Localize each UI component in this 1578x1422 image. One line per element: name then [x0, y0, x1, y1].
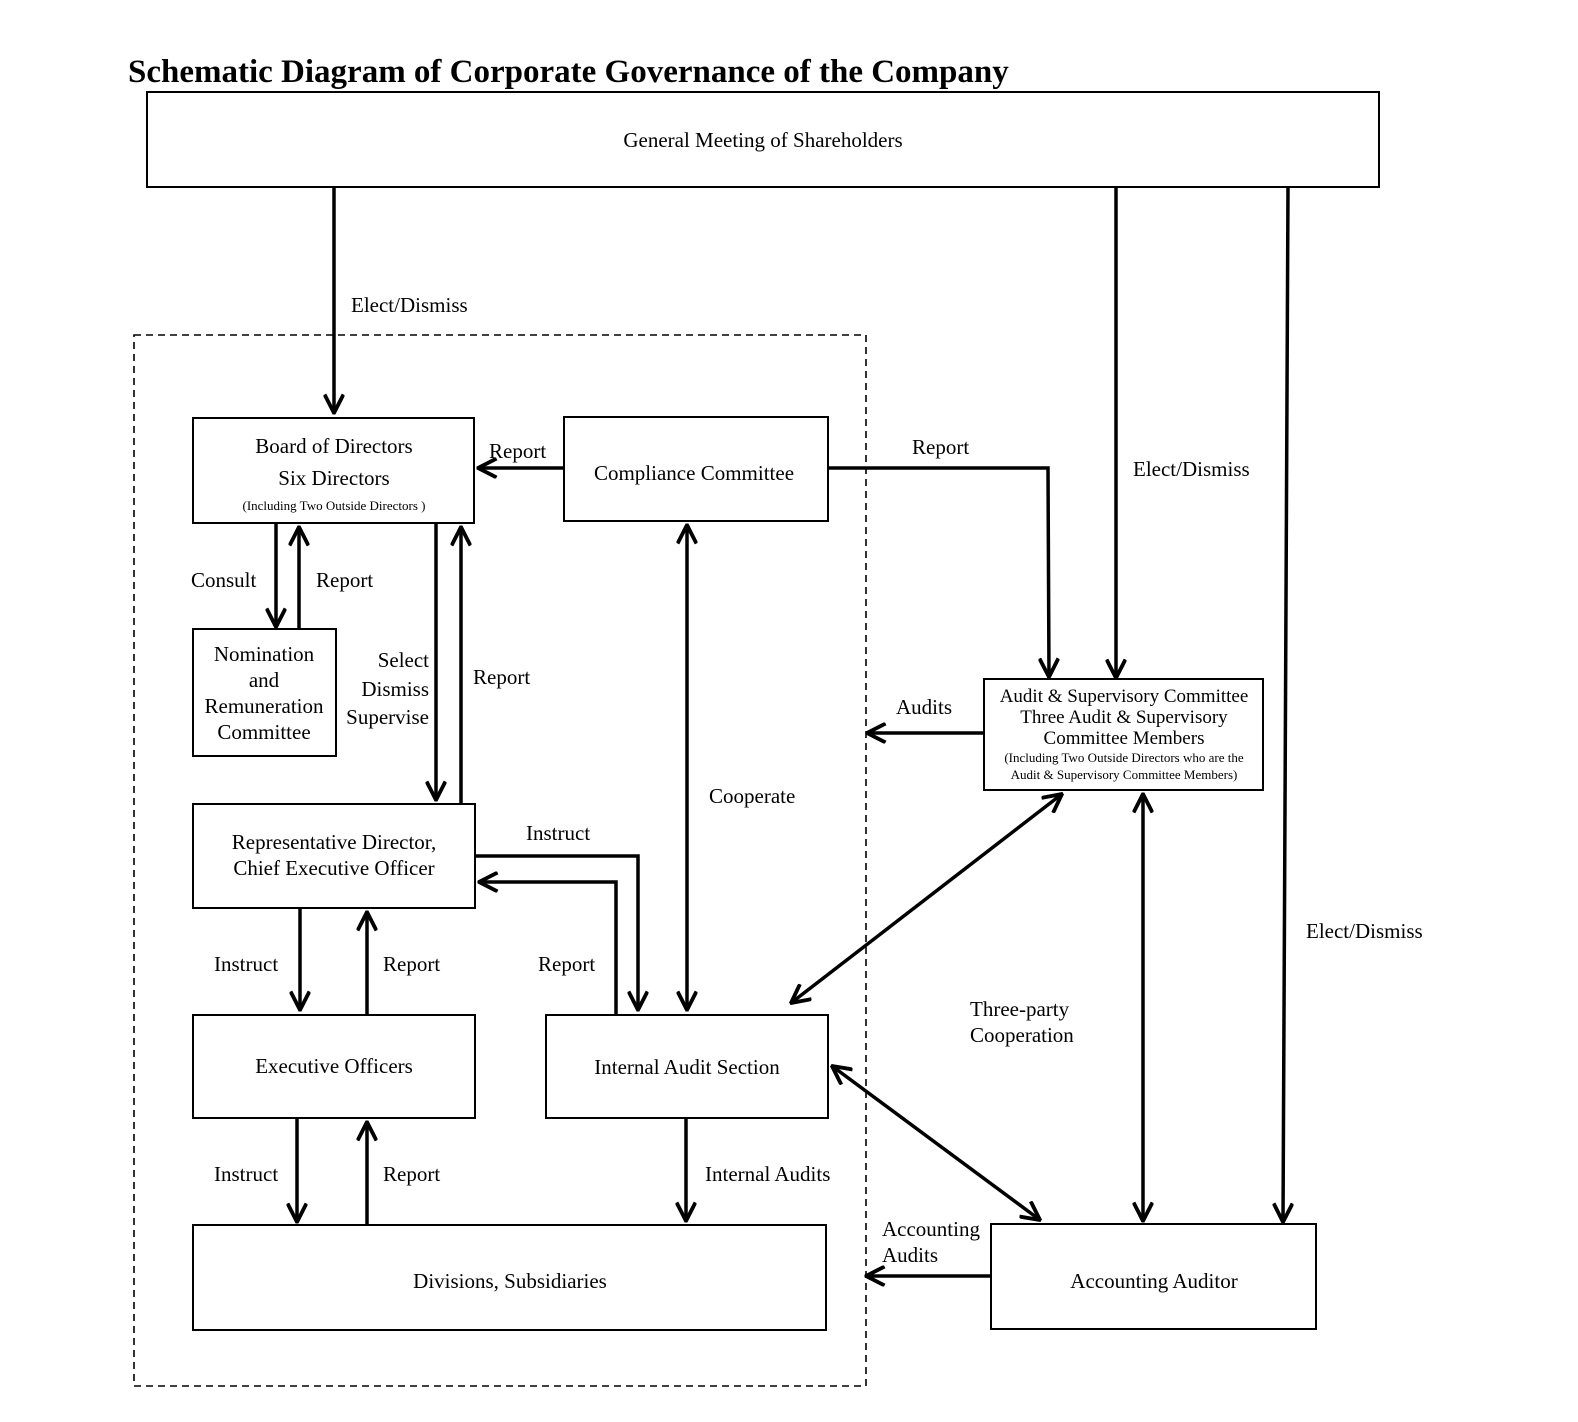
node-nomination-line: and	[249, 668, 280, 692]
node-nomination-line: Remuneration	[205, 694, 324, 718]
node-board: Board of Directors Six Directors (Includ…	[192, 417, 475, 524]
label-elect-dismiss: Elect/Dismiss	[1133, 457, 1250, 481]
arrow-internal-audit-accounting-auditor	[832, 1066, 1040, 1220]
arrow-audit-committee-internal-audit	[791, 794, 1062, 1003]
node-shareholders-label: General Meeting of Shareholders	[623, 128, 902, 152]
node-accounting-auditor: Accounting Auditor	[990, 1223, 1317, 1330]
arrow-audit-report-ceo	[479, 882, 618, 1015]
label-audits: Audits	[896, 695, 952, 719]
node-internal-audit: Internal Audit Section	[545, 1014, 829, 1119]
label-audits: Audits	[882, 1243, 938, 1267]
diagram-title: Schematic Diagram of Corporate Governanc…	[128, 54, 1009, 90]
node-executive: Executive Officers	[192, 1014, 476, 1119]
node-divisions-label: Divisions, Subsidiaries	[413, 1269, 607, 1293]
label-cooperation: Cooperation	[970, 1023, 1074, 1047]
node-audit-committee-members: Three Audit & Supervisory	[1020, 707, 1228, 728]
label-report: Report	[538, 952, 595, 976]
label-report: Report	[383, 952, 440, 976]
arrow-elect-accounting-auditor	[1283, 186, 1288, 1222]
node-board-title: Board of Directors	[255, 434, 412, 458]
node-compliance-label: Compliance Committee	[594, 461, 794, 485]
node-internal-audit-label: Internal Audit Section	[594, 1055, 780, 1079]
node-divisions: Divisions, Subsidiaries	[192, 1224, 827, 1331]
company-boundary	[133, 334, 867, 1387]
label-instruct: Instruct	[214, 1162, 278, 1186]
label-supervise: Supervise	[346, 705, 429, 729]
label-report: Report	[383, 1162, 440, 1186]
label-cooperate: Cooperate	[709, 784, 795, 808]
label-select: Select	[378, 648, 429, 672]
label-instruct: Instruct	[526, 821, 590, 845]
label-dismiss: Dismiss	[361, 677, 429, 701]
node-audit-committee-note: Audit & Supervisory Committee Members)	[1011, 767, 1238, 782]
label-report: Report	[316, 568, 373, 592]
label-report: Report	[912, 435, 969, 459]
node-compliance: Compliance Committee	[563, 416, 829, 522]
node-shareholders: General Meeting of Shareholders	[146, 91, 1380, 188]
node-executive-label: Executive Officers	[255, 1054, 413, 1078]
node-accounting-auditor-label: Accounting Auditor	[1070, 1269, 1237, 1293]
node-nomination-line: Committee	[217, 720, 310, 744]
node-ceo-line2: Chief Executive Officer	[233, 856, 434, 880]
label-accounting: Accounting	[882, 1217, 980, 1241]
node-audit-committee-title: Audit & Supervisory Committee	[1000, 686, 1249, 707]
node-nomination: Nomination and Remuneration Committee	[192, 628, 337, 757]
node-board-note: (Including Two Outside Directors )	[243, 498, 426, 513]
label-internal-audits: Internal Audits	[705, 1162, 830, 1186]
node-nomination-line: Nomination	[214, 642, 315, 666]
node-audit-committee: Audit & Supervisory Committee Three Audi…	[983, 678, 1264, 791]
node-ceo: Representative Director, Chief Executive…	[192, 803, 476, 909]
node-ceo-line1: Representative Director,	[232, 830, 436, 854]
label-instruct: Instruct	[214, 952, 278, 976]
label-report: Report	[489, 439, 546, 463]
label-consult: Consult	[191, 568, 257, 592]
label-report: Report	[473, 665, 530, 689]
label-elect-dismiss: Elect/Dismiss	[1306, 919, 1423, 943]
label-elect-dismiss: Elect/Dismiss	[351, 293, 468, 317]
node-audit-committee-note: (Including Two Outside Directors who are…	[1004, 750, 1244, 765]
arrow-compliance-report-audit	[828, 466, 1049, 677]
node-audit-committee-members: Committee Members	[1044, 728, 1205, 749]
node-board-count: Six Directors	[278, 466, 389, 490]
label-three-party: Three-party	[970, 997, 1070, 1021]
arrow-ceo-instruct-audit	[475, 854, 638, 1010]
